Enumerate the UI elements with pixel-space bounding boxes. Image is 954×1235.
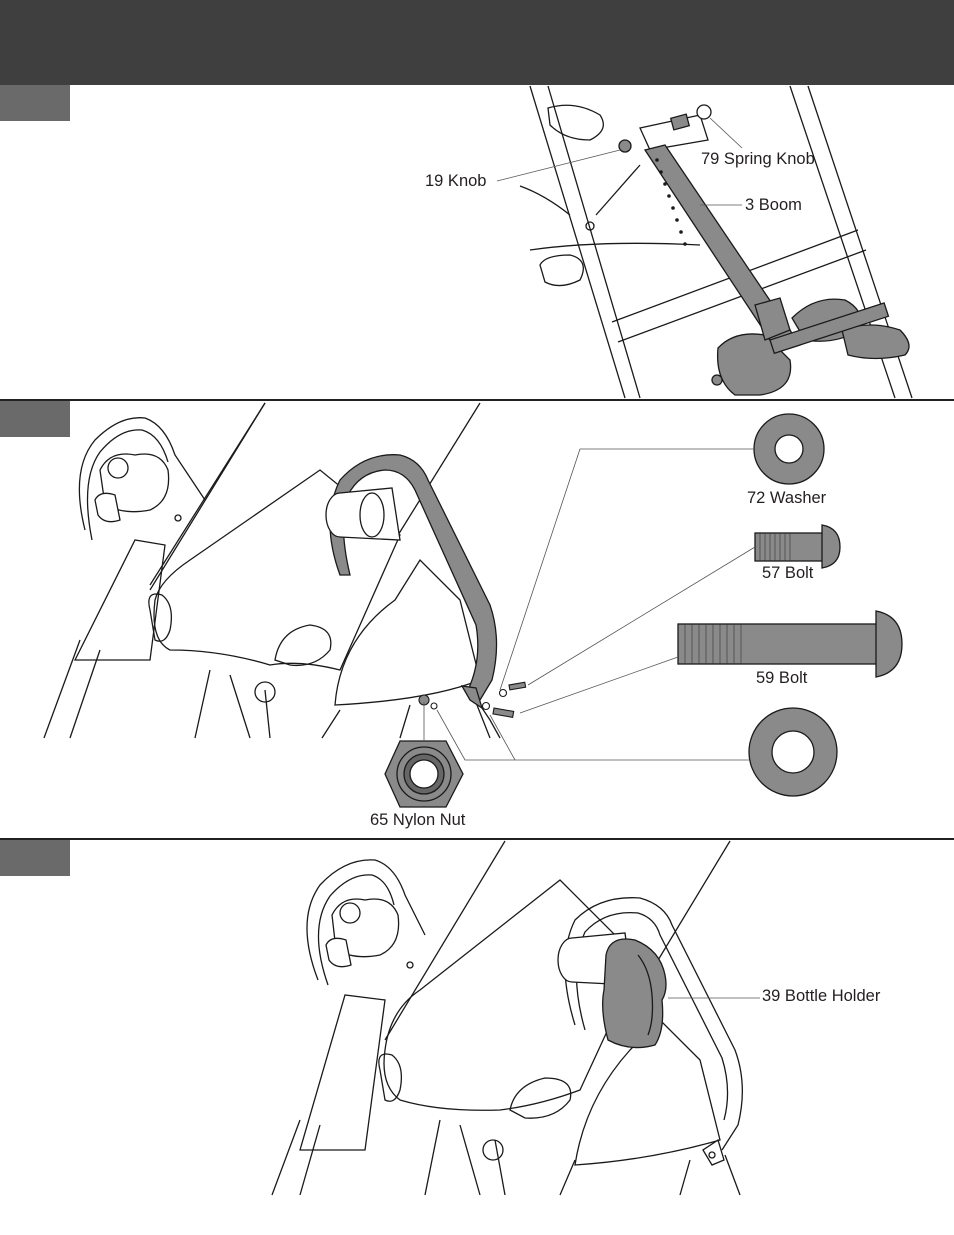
bottle-holder-39-part [602,938,667,1049]
section-divider-2 [0,838,954,840]
left-knob-unit-3 [325,898,400,968]
right-cylinder [325,487,401,541]
washer-72-part [753,413,825,485]
left-knob-unit [94,453,170,523]
callout-nylon-nut: 65 Nylon Nut [370,811,466,829]
hardware-in-place [418,681,527,719]
handle-part [329,454,498,710]
bolt-57-part [754,524,841,569]
callout-washer: 72 Washer [747,489,827,507]
callout-spring-knob: 79 Spring Knob [701,150,815,168]
callout-knob: 19 Knob [425,172,487,190]
step-1-tab [0,85,70,121]
section-divider-1 [0,399,954,401]
step-2-tab [0,401,70,437]
callout-boom: 3 Boom [745,196,802,214]
boom-holes [655,158,687,246]
spring-knob-79-part [669,104,712,131]
callout-bottle-holder: 39 Bottle Holder [762,987,881,1005]
step-3-tab [0,840,70,876]
ankle-assembly [711,297,910,396]
callout-bolt-59: 59 Bolt [756,669,808,687]
bolt-59-part [677,610,903,678]
nylon-nut-65-part [384,740,464,808]
page-header-bar [0,0,954,85]
callout-bolt-57: 57 Bolt [762,564,814,582]
washer-large-part [748,707,838,797]
knob-19-part [618,139,632,153]
